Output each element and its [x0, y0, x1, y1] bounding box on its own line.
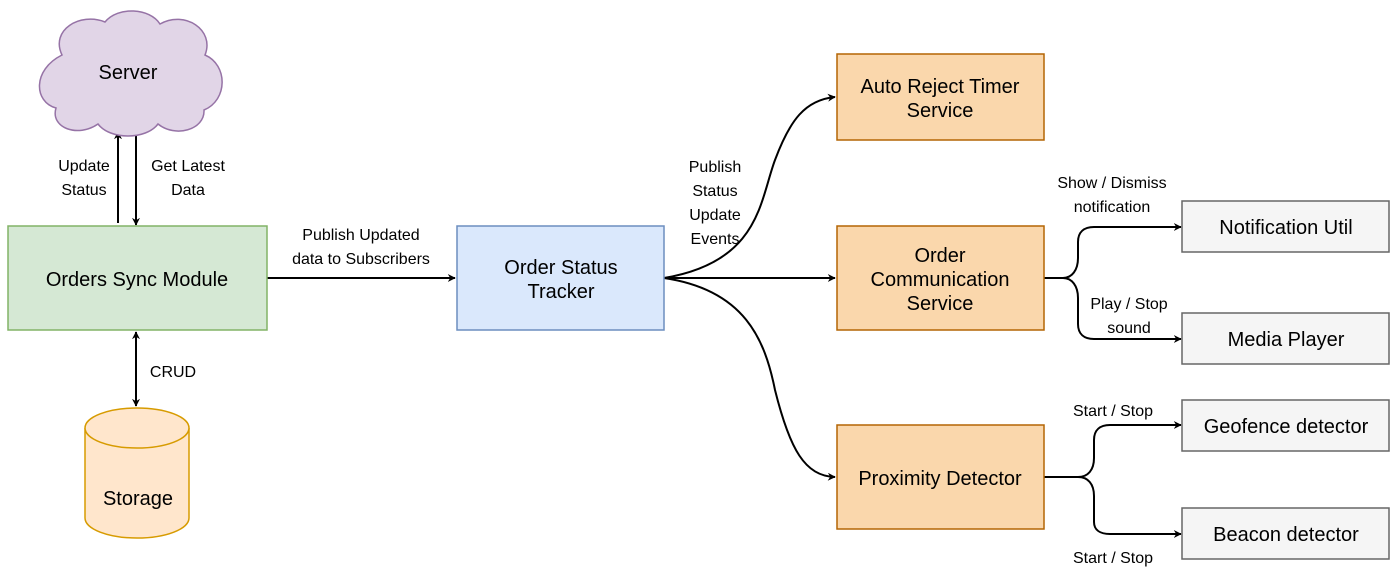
notification-util-box	[1181, 200, 1390, 253]
auto-reject-line-2: Service	[907, 100, 974, 122]
play-stop-line-2: sound	[1107, 320, 1151, 337]
notification-util: Notification Util	[1181, 200, 1390, 253]
beacon-box	[1181, 507, 1390, 560]
publish-status-line-3: Update	[689, 207, 741, 224]
orders-sync-label: Orders Sync Module	[46, 269, 228, 291]
connectors	[114, 93, 1182, 538]
get-latest-data-line-1: Get Latest	[151, 158, 225, 175]
proximity-detector: Proximity Detector	[836, 424, 1045, 530]
update-status-line-1: Update	[58, 158, 110, 175]
storage-top	[84, 407, 190, 449]
storage-cylinder: Storage	[84, 407, 190, 539]
geofence-detector: Geofence detector	[1181, 399, 1390, 452]
edge-to-proximity	[663, 277, 836, 481]
order-communication-line-2: Communication	[871, 269, 1010, 291]
geofence-label: Geofence detector	[1204, 416, 1369, 438]
orders-sync-module: Orders Sync Module	[7, 225, 268, 331]
publish-status-line-4: Events	[691, 231, 740, 248]
order-communication-box	[836, 225, 1045, 331]
play-stop-line-1: Play / Stop	[1090, 296, 1167, 313]
server-cloud-shape	[38, 10, 223, 137]
orders-sync-box	[7, 225, 268, 331]
storage-label: Storage	[103, 488, 173, 510]
order-communication-line-3: Service	[907, 293, 974, 315]
beacon-detector: Beacon detector	[1181, 507, 1390, 560]
auto-reject-timer-service: Auto Reject Timer Service	[836, 53, 1045, 141]
order-status-tracker-line-2: Tracker	[527, 281, 594, 303]
show-dismiss-line-2: notification	[1074, 199, 1151, 216]
show-dismiss-line-1: Show / Dismiss	[1057, 175, 1166, 192]
edge-to-auto-reject	[663, 93, 836, 279]
media-player-label: Media Player	[1228, 329, 1345, 351]
start-stop-geofence-label: Start / Stop	[1073, 403, 1153, 420]
publish-updated-line-2: data to Subscribers	[292, 251, 430, 268]
publish-updated-line-1: Publish Updated	[302, 227, 419, 244]
edge-start-stop-geofence	[1044, 421, 1182, 478]
start-stop-beacon-label: Start / Stop	[1073, 550, 1153, 567]
order-status-tracker-line-1: Order Status	[504, 257, 617, 279]
update-status-line-2: Status	[61, 182, 106, 199]
notification-util-label: Notification Util	[1219, 217, 1352, 239]
order-communication-service: Order Communication Service	[836, 225, 1045, 331]
geofence-box	[1181, 399, 1390, 452]
auto-reject-line-1: Auto Reject Timer	[861, 76, 1020, 98]
order-communication-line-1: Order	[914, 245, 965, 267]
auto-reject-box	[836, 53, 1045, 141]
beacon-label: Beacon detector	[1213, 524, 1359, 546]
publish-status-line-1: Publish	[689, 159, 741, 176]
get-latest-data-line-2: Data	[171, 182, 205, 199]
publish-status-line-2: Status	[692, 183, 737, 200]
proximity-box	[836, 424, 1045, 530]
server-label: Server	[99, 62, 158, 84]
edge-show-dismiss	[1044, 223, 1182, 279]
crud-label: CRUD	[150, 364, 196, 381]
order-status-tracker: Order Status Tracker	[456, 225, 665, 331]
proximity-label: Proximity Detector	[858, 468, 1022, 490]
order-status-tracker-box	[456, 225, 665, 331]
edge-play-stop	[1044, 277, 1182, 343]
edge-labels: Update Status Get Latest Data CRUD Publi…	[58, 158, 1168, 567]
storage-body	[84, 428, 190, 539]
media-player-box	[1181, 312, 1390, 365]
edge-start-stop-beacon	[1044, 476, 1182, 538]
server-cloud: Server	[38, 10, 223, 137]
media-player: Media Player	[1181, 312, 1390, 365]
